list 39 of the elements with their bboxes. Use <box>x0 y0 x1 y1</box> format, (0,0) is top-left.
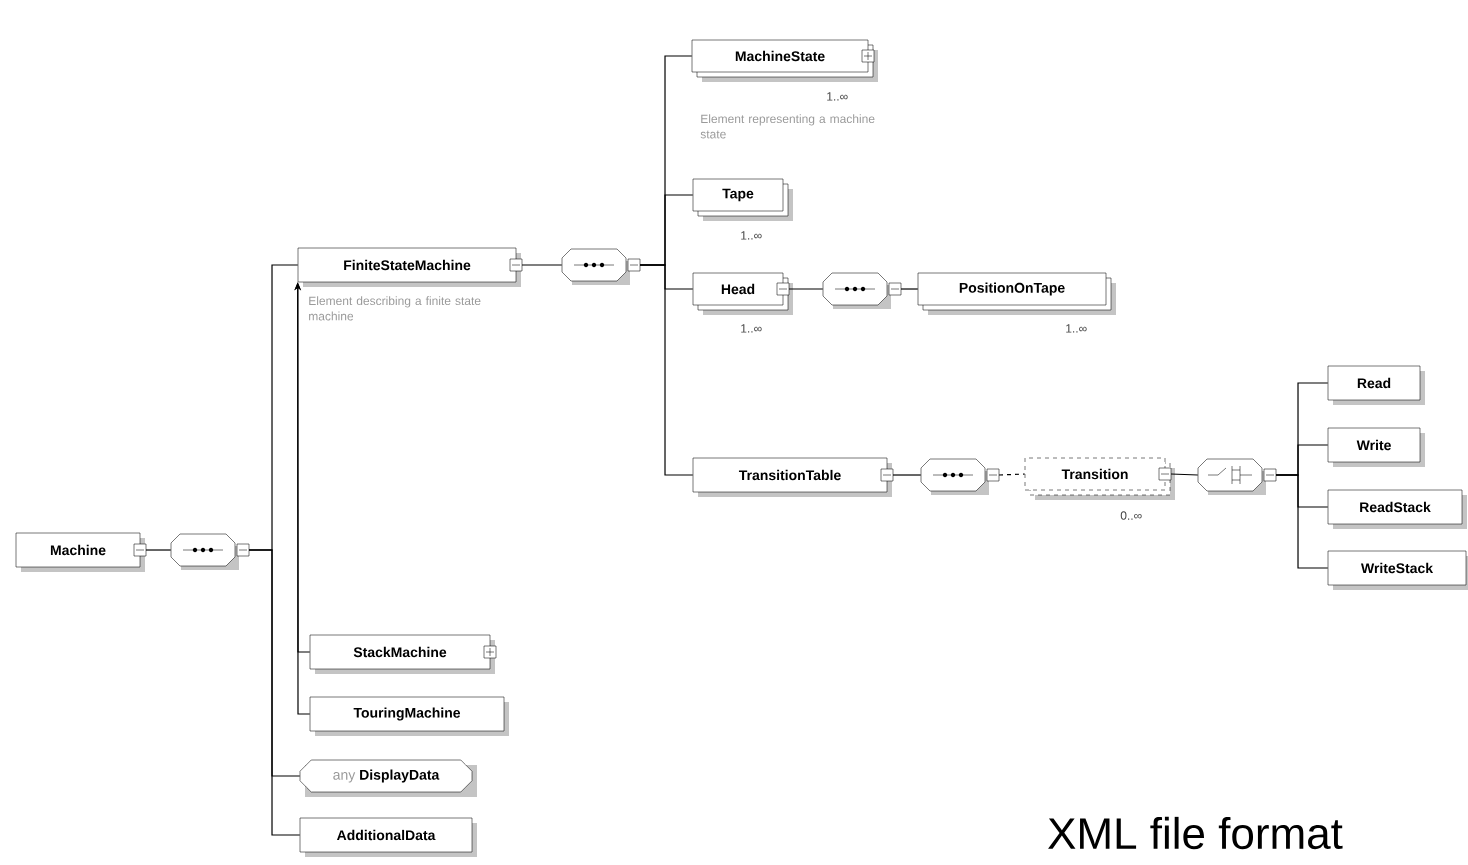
connector <box>248 549 301 836</box>
element-box: PositionOnTape <box>917 272 1116 315</box>
choice-compositor <box>1197 458 1277 495</box>
caption: XML file format <box>1048 816 1343 850</box>
connector <box>639 264 694 476</box>
occurrence-label: 1..∞ <box>741 324 762 333</box>
occurrence-label: 1..∞ <box>827 92 848 101</box>
connector <box>788 288 824 290</box>
connector <box>998 473 1026 476</box>
element-box: any DisplayData <box>299 759 477 797</box>
sequence-compositor <box>561 248 641 285</box>
element-box: Transition <box>1024 457 1175 500</box>
annotation-text: Element describing a finite state machine <box>309 296 481 321</box>
sequence-compositor <box>920 458 1000 495</box>
occurrence-label: 1..∞ <box>741 231 762 240</box>
element-box: TouringMachine <box>309 696 509 736</box>
element-box: Head <box>692 272 793 315</box>
annotation-text: Element representing a machine state <box>700 114 875 139</box>
element-box: Machine <box>15 532 147 572</box>
connector <box>145 549 172 551</box>
element-box: Tape <box>692 178 793 221</box>
occurrence-label: 0..∞ <box>1120 511 1142 520</box>
element-box: WriteStack <box>1327 550 1468 590</box>
connector <box>900 288 919 290</box>
element-box: StackMachine <box>309 634 497 674</box>
element-box: MachineState <box>691 39 878 82</box>
element-box: TransitionTable <box>692 457 894 497</box>
connector <box>521 264 563 266</box>
occurrence-label: 1..∞ <box>1066 324 1087 333</box>
element-box: Write <box>1327 427 1425 467</box>
element-box: AdditionalData <box>299 817 477 857</box>
connector <box>892 474 922 476</box>
element-box: Read <box>1327 365 1425 405</box>
connector <box>1275 474 1329 569</box>
element-box: ReadStack <box>1327 489 1467 529</box>
sequence-compositor <box>170 533 250 570</box>
sequence-compositor <box>822 272 902 309</box>
connector <box>1170 473 1199 476</box>
element-box: FiniteStateMachine <box>297 247 523 287</box>
